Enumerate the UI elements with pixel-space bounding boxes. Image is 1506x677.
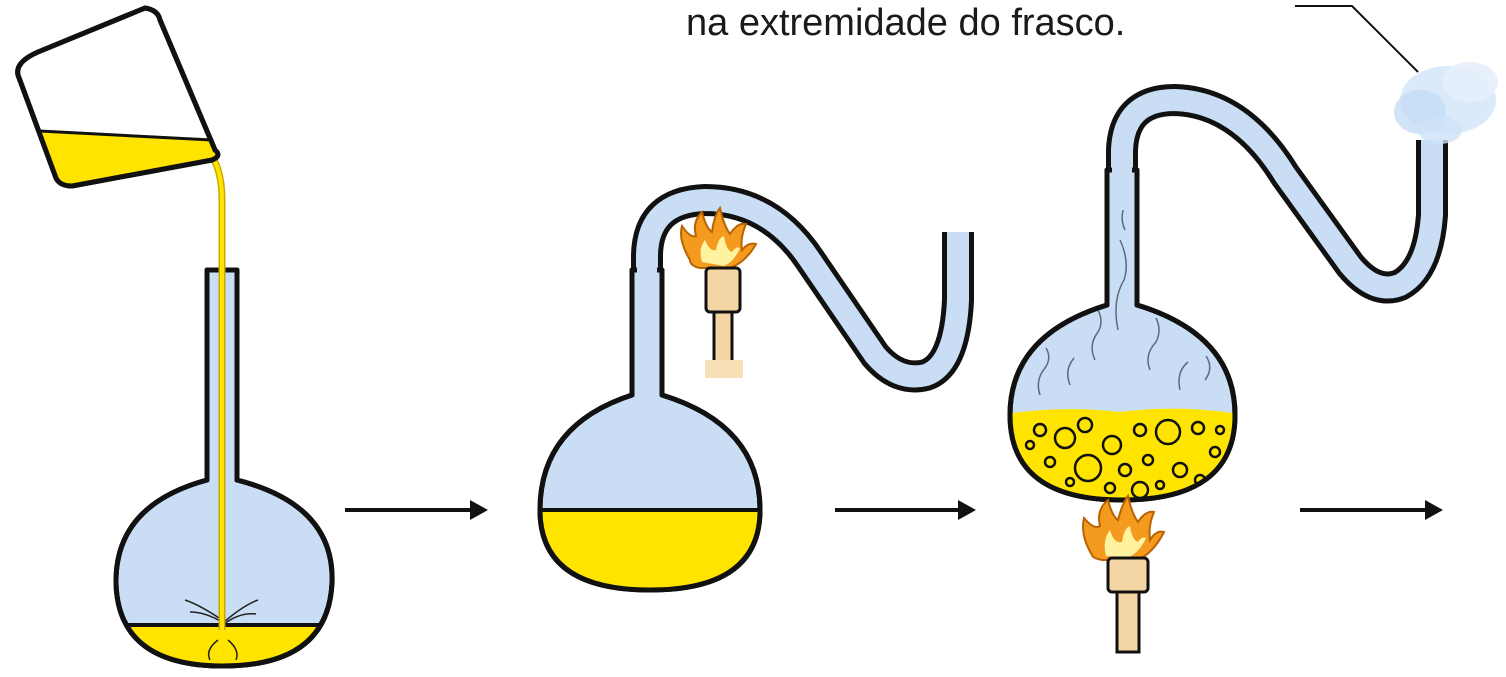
swan-neck-flask-icon bbox=[1007, 150, 1238, 503]
arrow-3 bbox=[1300, 500, 1443, 520]
step-2-bending-neck bbox=[537, 184, 974, 593]
step-3-boiling bbox=[1007, 62, 1498, 654]
arrow-1 bbox=[345, 500, 488, 520]
step-1-pouring bbox=[15, 5, 335, 669]
caption-text: na extremidade do frasco. bbox=[686, 2, 1126, 44]
caption-leader-line bbox=[1295, 5, 1419, 73]
bubbles bbox=[1024, 416, 1226, 500]
steam-wisps bbox=[1037, 179, 1211, 396]
vapor-icon bbox=[1394, 62, 1498, 144]
swan-neck-tube-outline bbox=[631, 184, 974, 393]
burner-icon bbox=[704, 266, 743, 378]
beaker-icon bbox=[15, 5, 221, 189]
broth-liquid bbox=[540, 510, 760, 590]
swan-neck-flask-icon bbox=[537, 255, 763, 593]
burner-icon bbox=[1106, 556, 1150, 654]
splash-lines bbox=[184, 599, 259, 661]
flame-icon bbox=[680, 205, 758, 269]
arrow-2 bbox=[835, 500, 976, 520]
flame-icon bbox=[1082, 493, 1166, 561]
swan-neck-tube-outline bbox=[1106, 84, 1448, 304]
